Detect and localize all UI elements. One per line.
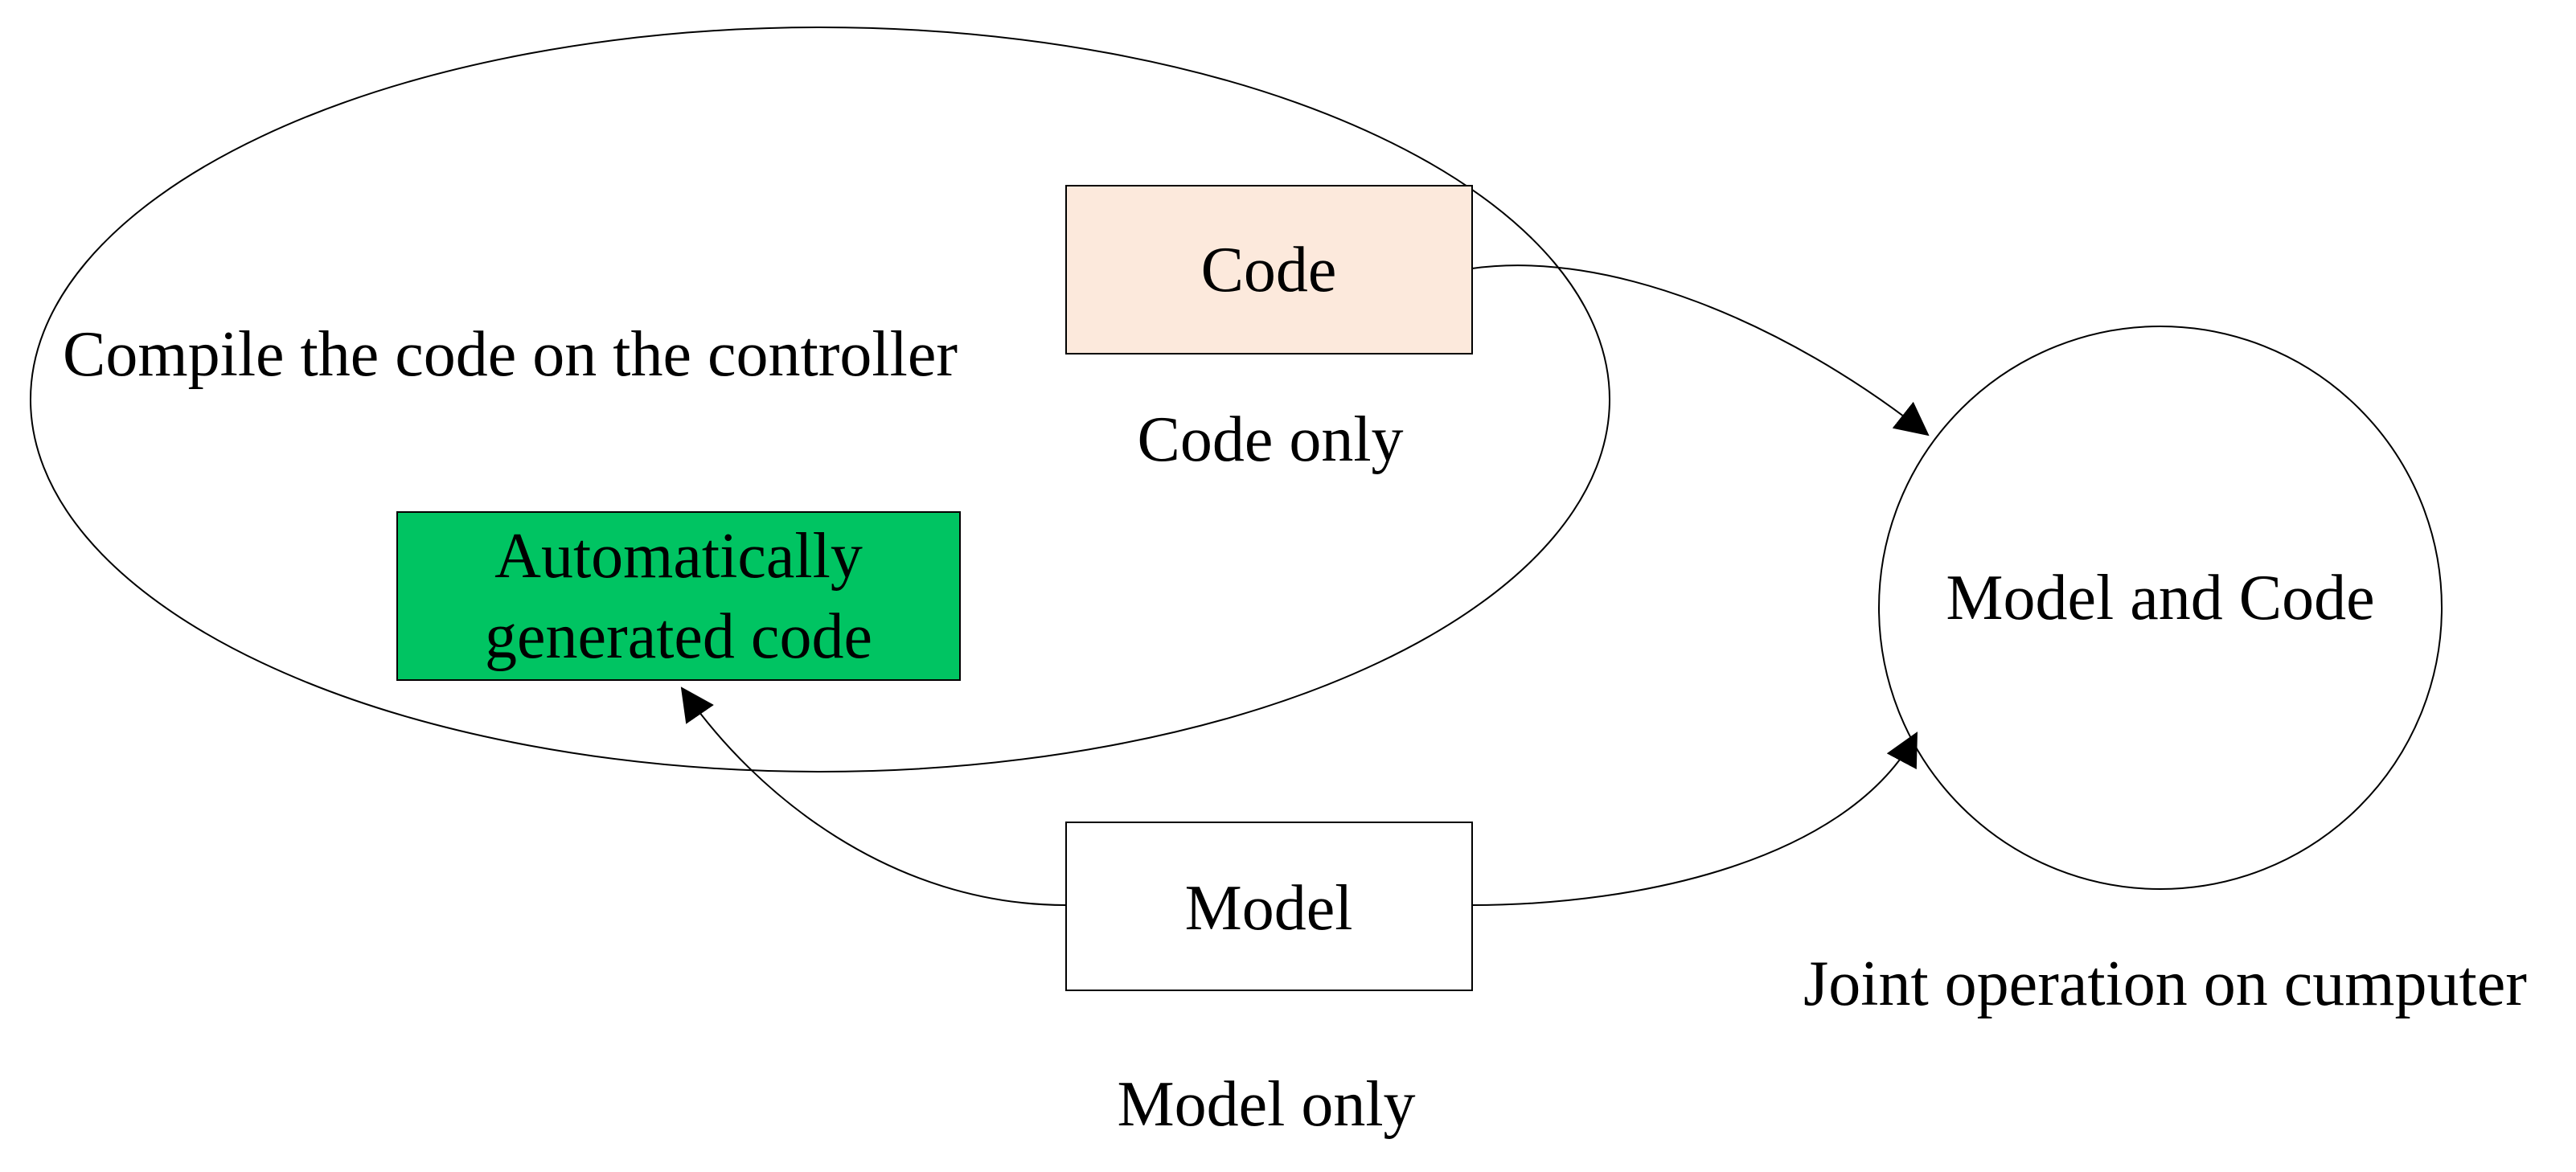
controller-region-ellipse — [30, 27, 1610, 772]
code-box-label: Code — [1201, 235, 1337, 305]
arrow-code-to-model-and-code — [1471, 264, 1930, 436]
model-and-code-circle — [1878, 326, 2443, 890]
model-box — [1065, 822, 1473, 991]
arrow-model-to-auto-generated-code — [680, 686, 1067, 906]
model-only-label: Model only — [1117, 1069, 1415, 1140]
auto-generated-code-label-line1: Automatically — [494, 521, 863, 592]
arrow-model-to-model-and-code — [1471, 731, 1918, 906]
compile-label: Compile the code on the controller — [63, 319, 958, 390]
joint-operation-label: Joint operation on cumputer — [1803, 949, 2527, 1019]
model-and-code-label: Model and Code — [1946, 563, 2374, 633]
auto-generated-code-label-line2: generated code — [485, 601, 872, 672]
model-box-label: Model — [1185, 873, 1353, 944]
code-box — [1065, 185, 1473, 354]
auto-generated-code-box — [396, 511, 961, 681]
code-only-label: Code only — [1137, 404, 1403, 475]
